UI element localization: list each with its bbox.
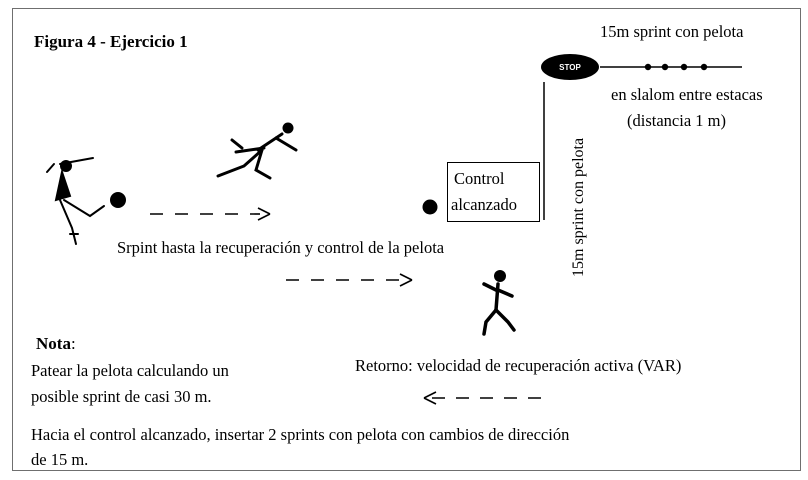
note-line-3: Hacia el control alcanzado, insertar 2 s… <box>31 425 570 444</box>
dashed-arrow-forward-1 <box>150 207 271 221</box>
ball-control <box>422 199 438 215</box>
control-box-line2: alcanzado <box>451 195 517 214</box>
kicker-figure <box>46 157 105 245</box>
sprint-caption: Srpint hasta la recuperación y control d… <box>117 238 445 257</box>
slalom-pole <box>661 63 669 71</box>
note-line-4: de 15 m. <box>31 450 89 469</box>
distance-label: (distancia 1 m) <box>627 111 726 130</box>
stop-sign: STOP <box>541 54 599 80</box>
note-heading: Nota: <box>36 334 76 353</box>
control-reached-box <box>447 162 540 222</box>
note-line-1: Patear la pelota calculando un <box>31 361 229 380</box>
return-caption: Retorno: velocidad de recuperación activ… <box>355 356 682 375</box>
stop-sign-label: STOP <box>559 63 581 72</box>
returning-runner-figure <box>482 270 516 336</box>
slalom-pole <box>644 63 652 71</box>
control-box-line1: Control <box>454 169 505 188</box>
ball-start <box>110 192 126 208</box>
slalom-pole <box>680 63 688 71</box>
slalom-pole <box>700 63 708 71</box>
dashed-arrow-forward-2 <box>286 273 413 287</box>
vertical-sprint-label: 15m sprint con pelota <box>570 138 587 277</box>
sprint-with-ball-label: 15m sprint con pelota <box>600 22 744 41</box>
slalom-label: en slalom entre estacas <box>611 85 763 104</box>
diagram-frame <box>12 8 801 471</box>
sprinter-figure <box>216 122 298 180</box>
slalom-line <box>600 63 742 71</box>
note-line-2: posible sprint de casi 30 m. <box>31 387 212 406</box>
figure-title: Figura 4 - Ejercicio 1 <box>34 32 188 51</box>
dashed-arrow-return <box>423 391 552 405</box>
